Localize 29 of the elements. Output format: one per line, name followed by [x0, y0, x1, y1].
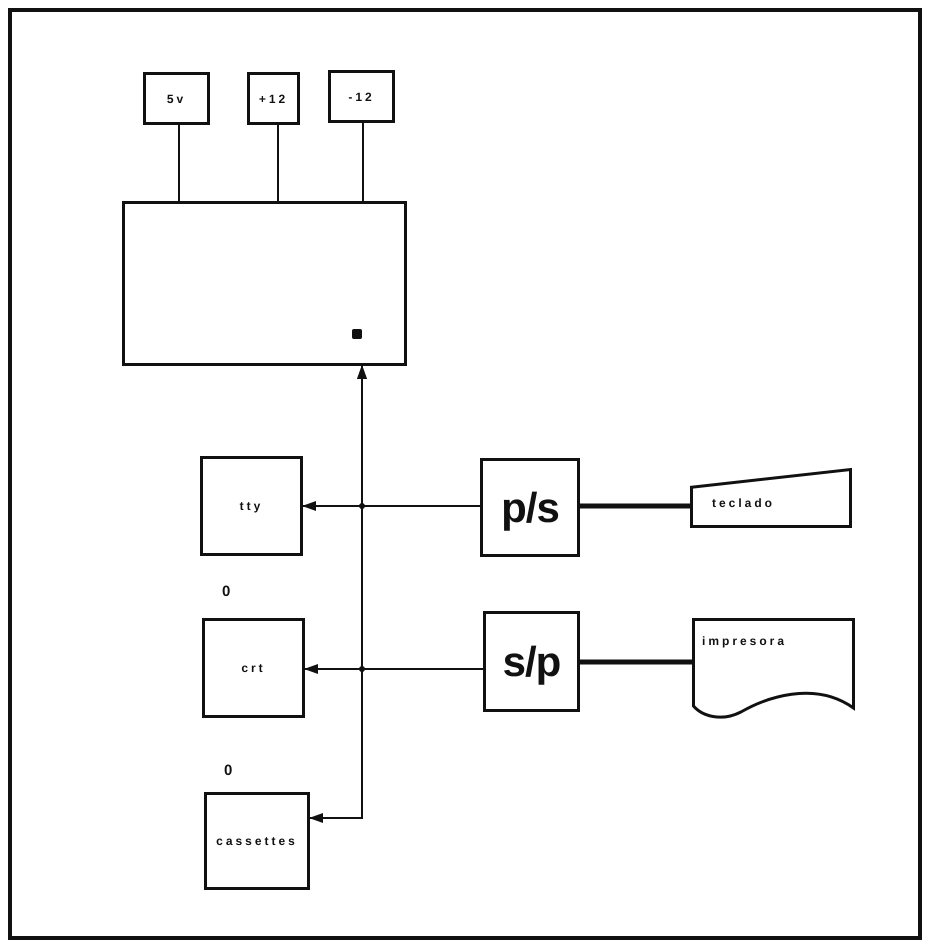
block-label: s/p	[502, 638, 560, 686]
connector-line	[277, 125, 279, 201]
block-label: -12	[348, 90, 375, 104]
block-box	[202, 618, 305, 718]
block-label: cassettes	[216, 834, 298, 848]
block-label: 5v	[166, 92, 186, 106]
block-box	[204, 792, 310, 890]
annotation-label: 0	[224, 762, 232, 779]
block-label: impresora	[702, 634, 788, 648]
connector-line	[580, 660, 692, 664]
block-label: crt	[241, 661, 266, 675]
block-box	[200, 456, 303, 556]
arrow	[309, 365, 367, 823]
block-label: tty	[240, 499, 264, 513]
connector-line	[178, 125, 180, 201]
block-label: p/s	[501, 484, 559, 532]
connector-line	[362, 123, 364, 201]
document-shape	[692, 618, 855, 720]
block-box	[480, 458, 580, 557]
block-label: teclado	[712, 496, 776, 510]
block-box	[483, 611, 580, 712]
keyboard-shape	[690, 468, 852, 528]
block-label: +12	[258, 92, 288, 106]
connector-line	[580, 504, 690, 508]
block-box	[328, 70, 395, 123]
annotation-label: 0	[222, 583, 230, 600]
block-box	[247, 72, 300, 125]
block-box	[122, 201, 407, 366]
block-box	[143, 72, 210, 125]
